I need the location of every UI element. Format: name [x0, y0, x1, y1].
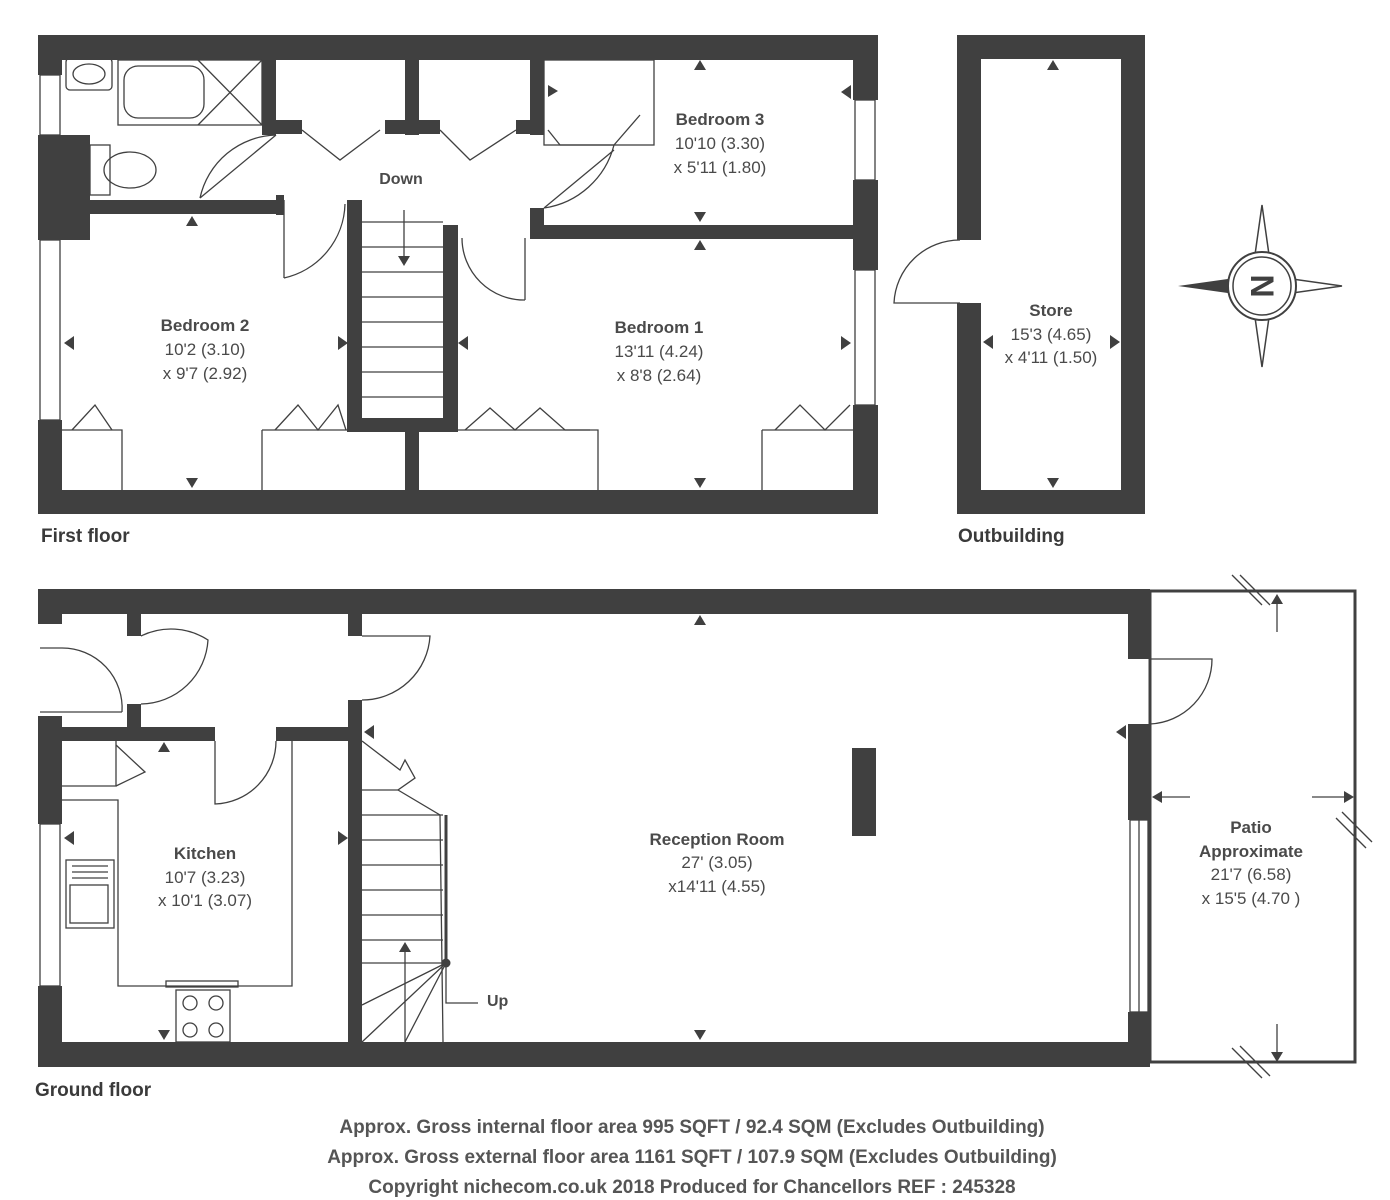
reception-name: Reception Room	[649, 830, 784, 849]
wall	[38, 1042, 1150, 1067]
wall	[385, 120, 440, 134]
staircase	[361, 740, 478, 1043]
compass-letter: N	[1244, 274, 1280, 297]
compass-icon: N	[1178, 204, 1343, 368]
bedroom2-dim1: 10'2 (3.10)	[165, 340, 246, 359]
wall	[276, 727, 362, 741]
first-floor-label: First floor	[41, 526, 130, 547]
reception-dim2: x14'11 (4.55)	[668, 877, 765, 896]
bedroom3-name: Bedroom 3	[676, 110, 765, 129]
outbuilding-label: Outbuilding	[958, 526, 1065, 547]
kitchen-dim1: 10'7 (3.23)	[165, 868, 246, 887]
stairs-down-label: Down	[379, 171, 423, 188]
bedroom3-dim1: 10'10 (3.30)	[675, 134, 765, 153]
wall	[276, 195, 284, 215]
store-name: Store	[1029, 301, 1072, 320]
stairs-up-label: Up	[487, 993, 509, 1010]
ground-floor-label: Ground floor	[35, 1080, 152, 1101]
footer-copyright: Copyright nichecom.co.uk 2018 Produced f…	[368, 1177, 1015, 1198]
window	[39, 823, 61, 987]
wall	[38, 716, 62, 824]
patio-outline	[1148, 589, 1357, 1064]
wall	[348, 700, 362, 1067]
footer-internal-area: Approx. Gross internal floor area 995 SQ…	[339, 1117, 1044, 1138]
wall	[347, 200, 362, 432]
sink	[65, 859, 115, 929]
store-dim2: x 4'11 (1.50)	[1005, 348, 1098, 367]
dimension-markers	[64, 60, 851, 488]
kitchen-name: Kitchen	[174, 844, 236, 863]
patio-dim2: x 15'5 (4.70 )	[1202, 889, 1301, 908]
store-door	[893, 239, 961, 304]
kitchen-fittings	[62, 741, 293, 1043]
first-floor-plan	[38, 35, 878, 514]
reception-dim1: 27' (3.05)	[681, 853, 752, 872]
wall	[957, 303, 981, 514]
window	[39, 74, 61, 136]
wall	[127, 614, 141, 636]
bedroom1-dim2: x 8'8 (2.64)	[617, 366, 702, 385]
patio-name2: Approximate	[1199, 842, 1303, 861]
patio-name: Patio	[1230, 818, 1272, 837]
bedroom3-dim2: x 5'11 (1.80)	[674, 158, 767, 177]
hob	[175, 989, 231, 1043]
wall	[853, 180, 878, 270]
bath	[117, 59, 263, 126]
store-dim1: 15'3 (4.65)	[1011, 325, 1092, 344]
wall	[957, 35, 981, 240]
window	[854, 99, 876, 181]
wall	[38, 35, 878, 60]
ground-floor-plan	[38, 574, 1373, 1079]
wall	[853, 405, 878, 514]
bedroom1-name: Bedroom 1	[615, 318, 704, 337]
staircase	[362, 210, 443, 398]
wall	[1128, 1012, 1150, 1067]
wall	[957, 490, 1145, 514]
wall	[516, 120, 544, 134]
wall	[38, 589, 62, 624]
outbuilding-plan	[893, 35, 1145, 514]
wall	[38, 135, 90, 240]
bathroom-fixtures	[65, 57, 263, 196]
wall	[1128, 589, 1150, 659]
wall	[262, 60, 276, 135]
footer-external-area: Approx. Gross external floor area 1161 S…	[327, 1147, 1057, 1168]
basin	[65, 57, 113, 91]
room-labels: Bedroom 3 10'10 (3.30) x 5'11 (1.80) Dow…	[35, 110, 1303, 1101]
window	[39, 239, 61, 421]
wall	[443, 225, 458, 432]
wall	[38, 986, 62, 1067]
wall	[530, 225, 853, 239]
wall	[38, 420, 62, 514]
wall	[38, 35, 62, 75]
wall	[262, 120, 302, 134]
wall	[127, 704, 141, 741]
patio-dim1: 21'7 (6.58)	[1211, 865, 1292, 884]
wall	[530, 60, 544, 135]
toilet	[89, 144, 111, 196]
wall	[853, 35, 878, 100]
bedroom2-dim2: x 9'7 (2.92)	[163, 364, 248, 383]
wall	[1128, 724, 1150, 820]
wall	[38, 589, 1150, 614]
wall	[38, 490, 878, 514]
wall	[957, 35, 1145, 59]
bedroom2-name: Bedroom 2	[161, 316, 250, 335]
wall	[1121, 35, 1145, 514]
doors	[62, 59, 853, 490]
wall	[405, 60, 419, 135]
window	[854, 269, 876, 406]
wall	[62, 200, 277, 214]
dimension-markers	[64, 594, 1354, 1062]
wall	[405, 418, 419, 490]
footer: Approx. Gross internal floor area 995 SQ…	[327, 1117, 1057, 1198]
wall	[347, 418, 458, 432]
bedroom1-dim1: 13'11 (4.24)	[615, 342, 704, 361]
chimney-breast	[852, 748, 876, 836]
doors	[40, 628, 1213, 805]
kitchen-dim2: x 10'1 (3.07)	[158, 891, 252, 910]
wall	[348, 614, 362, 636]
